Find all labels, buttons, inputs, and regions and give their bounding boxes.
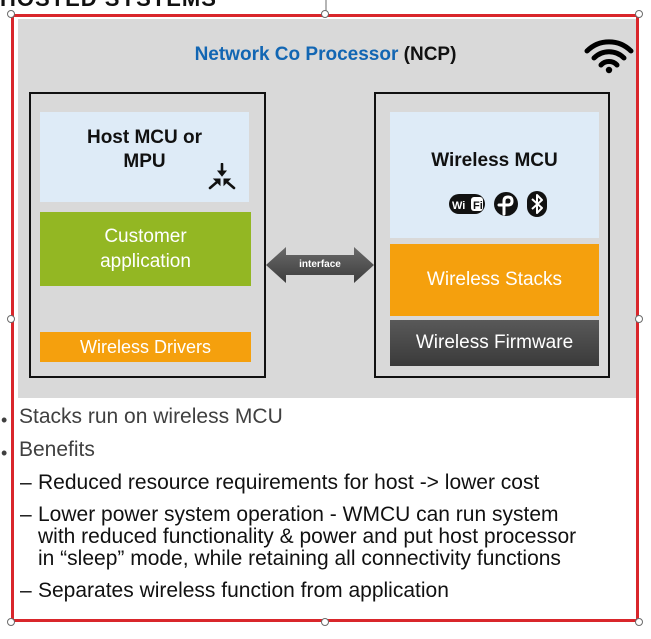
sub-bullet-resource: Reduced resource requirements for host -… [38,471,540,494]
processor-converge-icon [208,163,236,190]
sub-bullet-power-line2: with reduced functionality & power and p… [38,525,577,548]
bluetooth-icon [527,191,547,217]
slide-heading: HOSTED SYSTEMS [0,0,217,12]
resize-handle-top-left[interactable] [7,10,15,18]
resize-handle-bottom-left[interactable] [7,618,15,626]
svg-text:Wi: Wi [452,200,465,212]
bullet-item-stacks: Stacks run on wireless MCU [19,405,283,428]
ncp-title: Network Co Processor (NCP) [0,44,651,66]
resize-handle-bottom-right[interactable] [635,618,643,626]
wireless-firmware-panel: Wireless Firmware [390,320,599,366]
resize-handle-top-right[interactable] [635,10,643,18]
customer-label-line2: application [100,251,191,272]
sub-bullet-separates: Separates wireless function from applica… [38,579,449,602]
sub-bullet-dash: – [20,579,32,602]
selection-frame[interactable] [11,14,639,622]
bullet-marker: • [1,410,8,430]
sub-bullet-power-line1: Lower power system operation - WMCU can … [38,503,559,526]
interface-label: interface [299,259,341,270]
wifi-logo-icon: Wi Fi [449,194,485,214]
ncp-title-abbr: (NCP) [403,44,457,65]
resize-handle-left[interactable] [7,315,15,323]
ncp-title-main: Network Co Processor [194,44,399,65]
wireless-drivers-panel: Wireless Drivers [40,332,251,362]
resize-handle-right[interactable] [635,315,643,323]
host-mcu-label-line2: MPU [123,151,166,172]
sub-bullet-power-line3: in “sleep” mode, while retaining all con… [38,547,561,570]
rotate-handle-connector [325,0,327,11]
wireless-mcu-label: Wireless MCU [431,150,558,171]
sub-bullet-dash: – [20,503,32,526]
svg-text:Fi: Fi [473,200,483,212]
sub-bullet-dash: – [20,471,32,494]
customer-application-panel: Customer application [40,212,251,286]
host-mcu-label-line1: Host MCU or [86,127,203,148]
bullet-marker: • [1,443,8,463]
resize-handle-bottom[interactable] [321,618,329,626]
resize-handle-top[interactable] [321,10,329,18]
bullet-item-benefits: Benefits [19,438,95,461]
host-mcu-panel: Host MCU or MPU [40,112,249,202]
customer-label-line1: Customer [104,226,187,247]
wireless-mcu-panel [390,112,599,238]
wireless-signal-icon [584,39,634,74]
thread-logo-icon [494,192,518,216]
wireless-stacks-panel: Wireless Stacks [390,244,599,316]
interface-arrow [266,247,374,283]
